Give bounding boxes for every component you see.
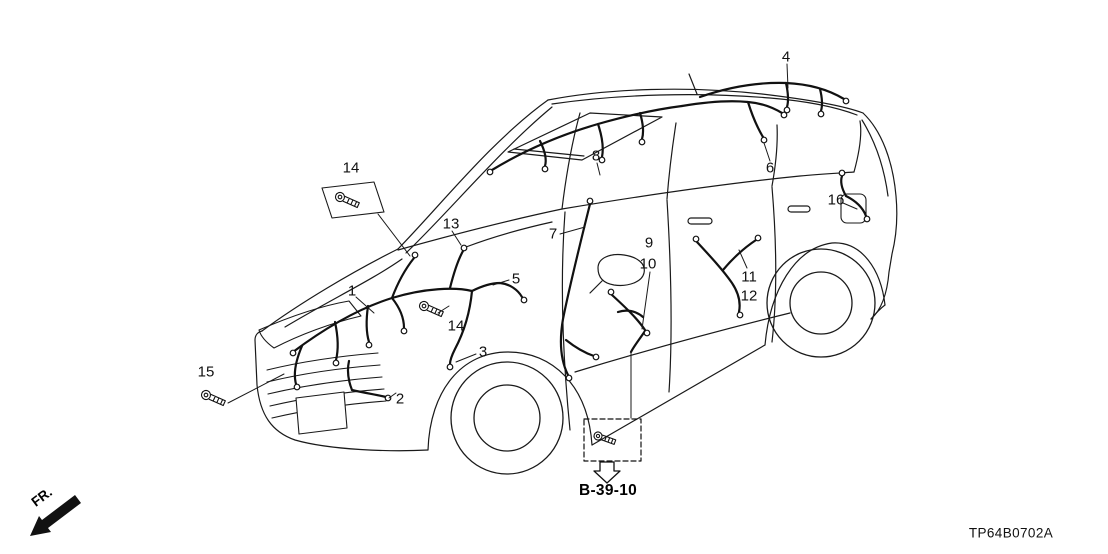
bolt-icon-15	[200, 389, 226, 407]
rear-door-harness	[695, 238, 758, 314]
roof-harness	[490, 81, 846, 172]
grille	[266, 352, 387, 435]
front-door-harness	[610, 293, 647, 354]
callout-2: 2	[395, 390, 405, 408]
callout-1: 1	[347, 282, 357, 300]
reference-dashed-box	[583, 418, 642, 462]
bolt-icon-14-upper	[334, 191, 360, 209]
callout-8: 8	[591, 147, 601, 165]
antenna	[688, 73, 698, 95]
callout-15: 15	[197, 363, 215, 381]
bolt-icon-reference	[593, 431, 617, 445]
callout-11: 11	[741, 268, 757, 286]
sunroof	[507, 112, 663, 161]
callout-16: 16	[827, 191, 845, 209]
side-mirror	[589, 253, 645, 294]
bolt-icon-14-lower	[418, 300, 444, 318]
callout-10: 10	[639, 255, 657, 273]
down-arrow-icon	[593, 461, 621, 484]
callout-5: 5	[511, 270, 521, 288]
engine-room-harness	[291, 249, 524, 399]
figure-part-code: TP64B0702A	[968, 525, 1054, 541]
floor-pillar-harness	[559, 202, 596, 377]
callout-14-upper: 14	[342, 159, 360, 177]
callout-13: 13	[442, 215, 460, 233]
leader-lines	[227, 63, 858, 419]
headlight	[258, 300, 362, 349]
fuel-door	[840, 193, 867, 224]
callout-6: 6	[765, 159, 775, 177]
harness-connectors	[289, 97, 871, 402]
reference-code-label: B-39-10	[578, 482, 638, 499]
quarter-harness	[840, 174, 868, 218]
car-body	[254, 88, 898, 452]
callout-4: 4	[781, 48, 791, 66]
callout-3: 3	[478, 343, 488, 361]
callout-12: 12	[740, 287, 758, 305]
front-wheel	[450, 361, 564, 475]
bolt-box-14-upper	[321, 181, 385, 219]
callout-9: 9	[644, 234, 654, 252]
fr-arrow-icon	[30, 495, 81, 536]
callout-7: 7	[548, 225, 558, 243]
callout-14-lower: 14	[447, 317, 465, 335]
rear-wheel	[766, 248, 876, 358]
